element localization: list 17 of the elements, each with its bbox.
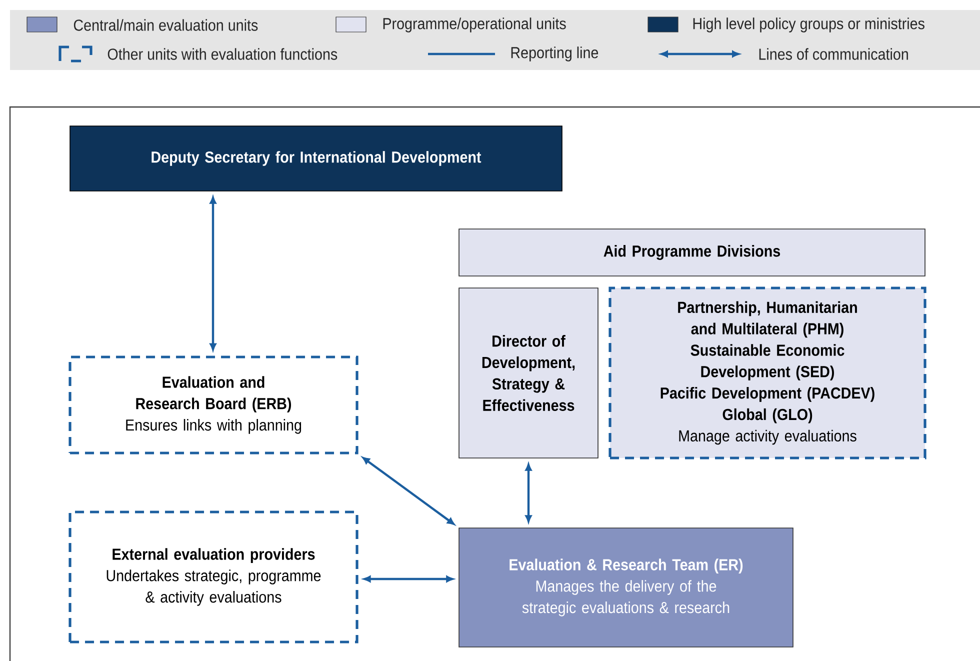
- board-box: Evaluation and Research Board (ERB) Ensures links with planning: [68, 356, 358, 454]
- director-box: Director of Development, Strategy & Effectiveness: [458, 288, 598, 458]
- legend-label: High level policy groups or ministries: [693, 18, 924, 32]
- division-box: Aid Programme Divisions: [458, 228, 926, 276]
- legend-label: Other units with evaluation functions: [108, 48, 338, 60]
- arrow: [364, 576, 454, 582]
- division-list-box: Partnership, Humanitarian and Multilateral (PHM) Sustainable Economic Development (SED) Pacific Development (PACDEV) Global (GLO) Manage activity evaluations: [608, 286, 926, 460]
- arrow: [525, 464, 532, 522]
- legend-label: Reporting line: [511, 46, 598, 62]
- legend-label: Central/main evaluation units: [74, 19, 258, 31]
- provider-box: External evaluation providers Undertakes strategic, programme & activity evaluations: [68, 510, 358, 644]
- team-box: Evaluation & Research Team (ER) Manages the delivery of the strategic evaluations & research: [458, 528, 794, 648]
- legend-label: Lines of communication: [759, 48, 908, 60]
- arrow: [362, 457, 454, 525]
- legend-label: Programme/operational units: [383, 18, 566, 32]
- ministry-box: Deputy Secretary for International Development: [70, 126, 562, 192]
- arrow: [210, 196, 216, 350]
